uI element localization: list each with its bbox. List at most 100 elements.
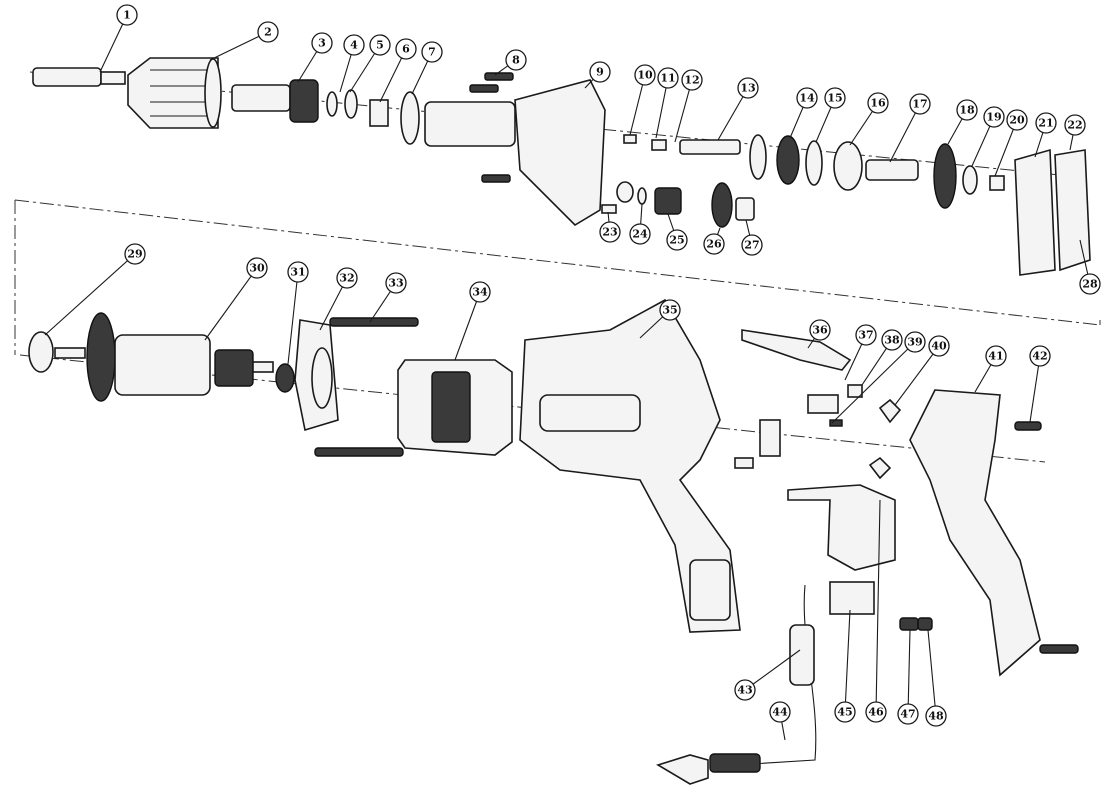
- callout-circle: [809, 319, 831, 341]
- callout-21: 21: [1034, 112, 1057, 158]
- callout-circle: [703, 233, 725, 255]
- callout-48: 48: [925, 629, 947, 727]
- callout-circle: [421, 41, 443, 63]
- callout-16: 16: [849, 92, 889, 146]
- callout-14: 14: [789, 87, 818, 139]
- callout-circle: [124, 243, 146, 265]
- callout-circle: [505, 49, 527, 71]
- callout-leader-line: [927, 629, 937, 717]
- callout-number: 5: [376, 39, 384, 52]
- motor-housing: [519, 298, 741, 633]
- callout-6: 6: [379, 38, 417, 103]
- callout-number: 20: [1009, 114, 1025, 127]
- callout-28: 28: [1079, 239, 1101, 295]
- callout-26: 26: [703, 227, 725, 255]
- callout-number: 38: [884, 334, 900, 347]
- callout-circle: [311, 32, 333, 54]
- callout-circle: [395, 38, 417, 60]
- callout-circle: [985, 345, 1007, 367]
- callout-35: 35: [639, 299, 681, 339]
- callout-15: 15: [815, 87, 846, 143]
- callout-circle: [855, 324, 877, 346]
- callout-circle: [287, 261, 309, 283]
- callout-number: 42: [1032, 350, 1047, 363]
- callout-circle: [1035, 112, 1057, 134]
- callout-circle: [385, 272, 407, 294]
- callout-number: 45: [837, 706, 852, 719]
- callout-number: 12: [684, 74, 699, 87]
- callout-37: 37: [844, 324, 877, 381]
- callout-1: 1: [99, 4, 138, 73]
- callout-34: 34: [454, 281, 491, 361]
- callout-number: 36: [812, 324, 828, 337]
- callout-10: 10: [629, 64, 656, 136]
- callout-43: 43: [734, 649, 801, 701]
- callout-number: 48: [928, 710, 944, 723]
- callout-leader-line: [744, 649, 801, 691]
- callout-number: 31: [290, 266, 305, 279]
- callout-circle: [657, 67, 679, 89]
- callout-circle: [796, 87, 818, 109]
- chuck-body: [231, 79, 319, 123]
- callout-circle: [336, 267, 358, 289]
- callout-number: 24: [632, 228, 648, 241]
- callout-circle: [681, 69, 703, 91]
- stator: [397, 359, 513, 456]
- callout-number: 40: [931, 340, 947, 353]
- callout-47: 47: [897, 629, 919, 725]
- bearing-29: [28, 331, 54, 373]
- long-screws: [314, 317, 419, 457]
- switch-components: [734, 329, 902, 615]
- callout-circle: [928, 335, 950, 357]
- callout-number: 16: [870, 97, 886, 110]
- callout-circle: [659, 299, 681, 321]
- armature: [54, 312, 274, 402]
- callout-13: 13: [717, 77, 759, 141]
- power-cord: [656, 584, 817, 785]
- handle-cover: [909, 389, 1079, 677]
- callout-number: 47: [900, 708, 915, 721]
- callout-number: 17: [912, 98, 927, 111]
- callout-44: 44: [769, 701, 791, 741]
- callout-circle: [666, 229, 688, 251]
- callout-circle: [1064, 114, 1086, 136]
- callout-17: 17: [889, 93, 931, 163]
- callout-2: 2: [209, 21, 279, 61]
- callout-leader-line: [907, 629, 911, 715]
- callout-number: 35: [662, 304, 677, 317]
- callout-19: 19: [971, 106, 1005, 167]
- callout-number: 44: [772, 706, 788, 719]
- callout-number: 11: [660, 72, 675, 85]
- callout-33: 33: [369, 272, 407, 323]
- callout-circle: [983, 106, 1005, 128]
- callout-number: 28: [1082, 278, 1098, 291]
- callout-3: 3: [297, 32, 333, 83]
- callout-leader-line: [287, 271, 299, 365]
- callout-circle: [956, 99, 978, 121]
- chuck-sleeve: [127, 57, 222, 129]
- callout-36: 36: [807, 319, 831, 349]
- callout-leader-line: [454, 291, 481, 361]
- callout-4: 4: [339, 34, 365, 93]
- callout-number: 18: [959, 104, 975, 117]
- callout-39: 39: [831, 331, 926, 424]
- callout-number: 9: [596, 66, 604, 79]
- callout-22: 22: [1064, 114, 1086, 151]
- bearing-31: [275, 363, 295, 393]
- callout-41: 41: [974, 345, 1007, 393]
- callout-circle: [116, 4, 138, 26]
- callout-40: 40: [894, 335, 950, 406]
- callout-30: 30: [204, 257, 268, 341]
- callout-45: 45: [834, 609, 856, 723]
- callout-leader-line: [831, 341, 916, 424]
- assembly-axes: [14, 71, 1101, 463]
- callout-circle: [629, 223, 651, 245]
- brush-holders: [899, 617, 933, 631]
- callout-circle: [246, 257, 268, 279]
- callout-number: 6: [402, 43, 410, 56]
- callout-leader-line: [209, 31, 269, 61]
- callout-number: 29: [127, 248, 142, 261]
- callout-12: 12: [674, 69, 703, 143]
- callout-number: 26: [706, 238, 722, 251]
